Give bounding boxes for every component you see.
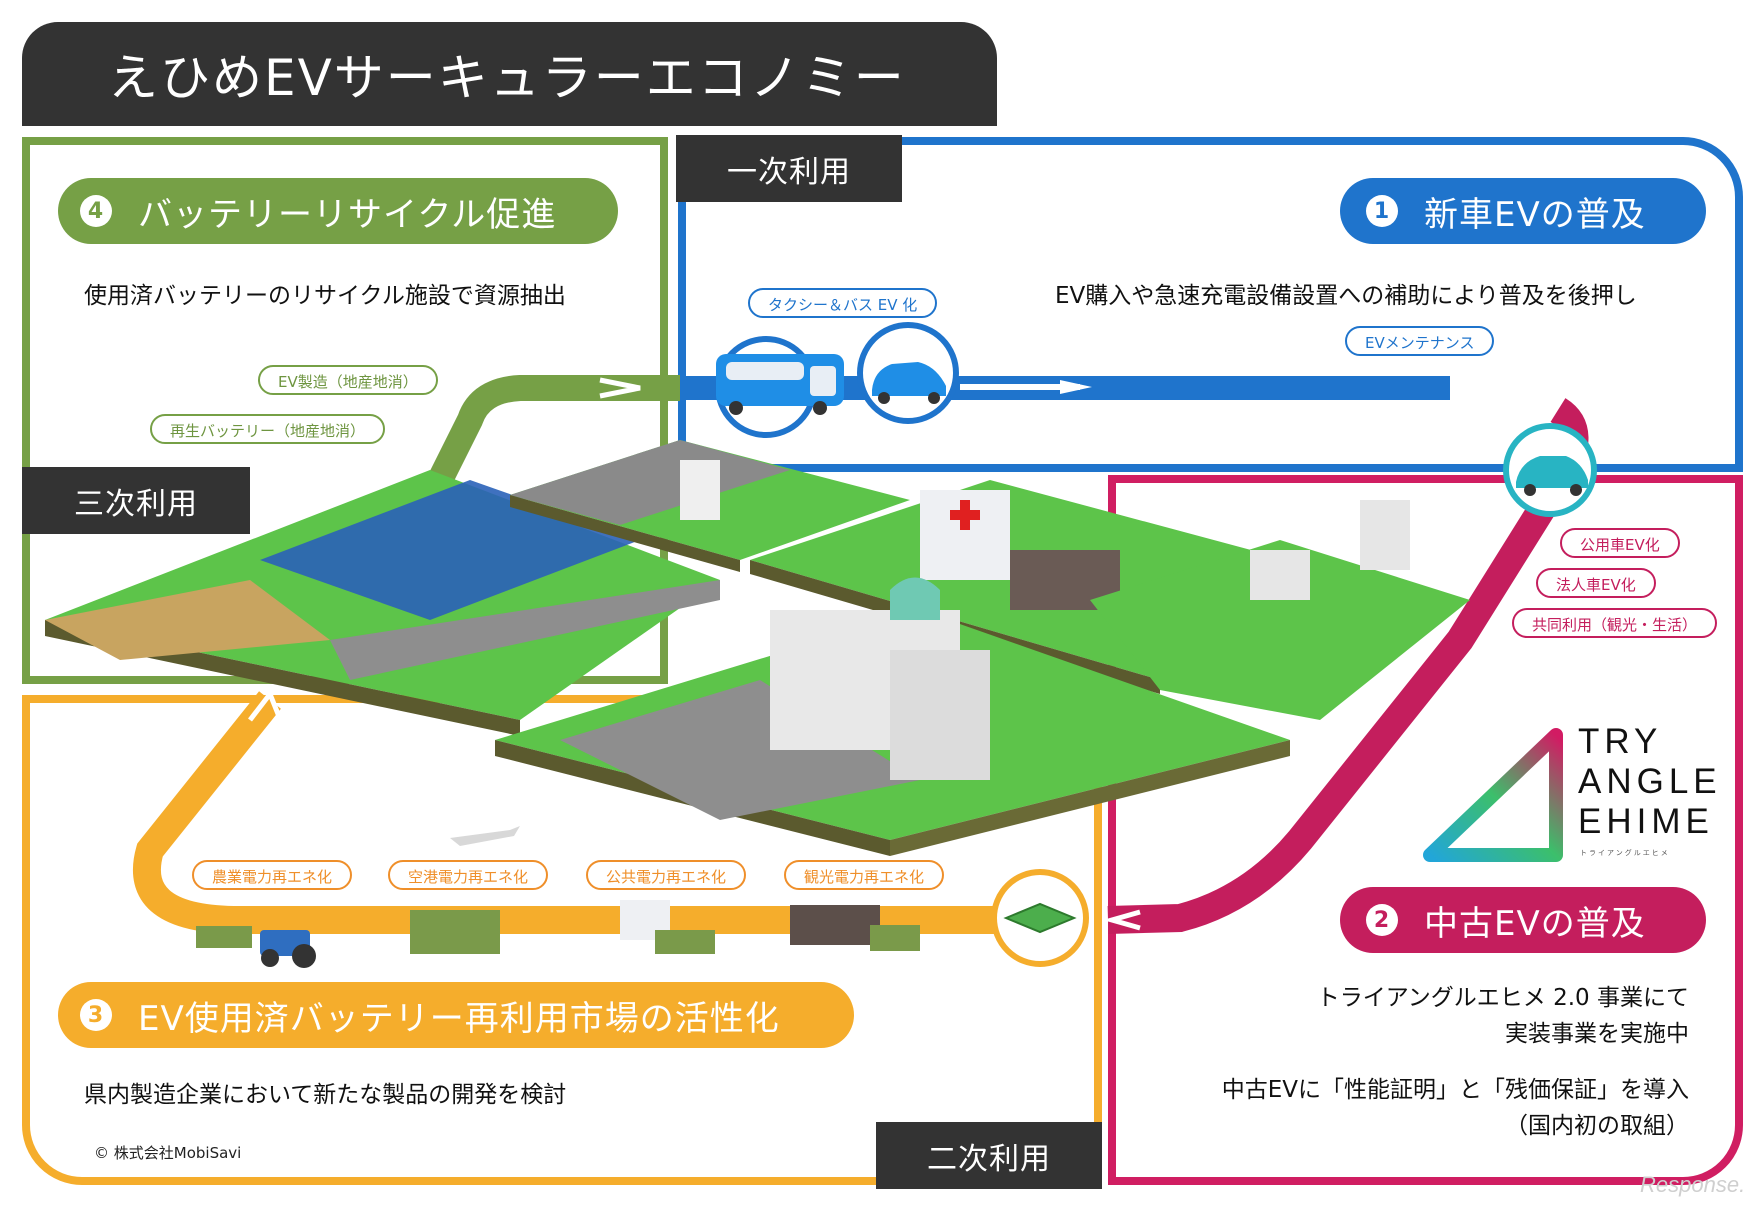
section-1-heading: 1 新車EVの普及 xyxy=(1340,178,1706,244)
tag-taxi-bus-ev: タクシー＆バス EV 化 xyxy=(748,288,938,318)
tractor-icon xyxy=(260,930,316,968)
green-flow-arrow xyxy=(408,375,680,526)
tag-ev-manufacturing: EV製造（地産地消） xyxy=(258,365,438,395)
page-title: えひめEVサーキュラーエコノミー xyxy=(108,49,906,107)
taxi-icon xyxy=(857,322,959,424)
tag-public-vehicle-ev: 公用車EV化 xyxy=(1560,528,1680,558)
section-2-line-3: 中古EVに「性能証明」と「残価保証」を導入 xyxy=(1221,1077,1689,1103)
logo-line-2: ANGLE xyxy=(1578,762,1722,801)
tag-shared-use: 共同利用（観光・生活） xyxy=(1512,608,1718,638)
number-badge-1: 1 xyxy=(1366,195,1398,227)
tag-corporate-vehicle-ev: 法人車EV化 xyxy=(1536,568,1656,598)
usage-label-tertiary: 三次利用 xyxy=(22,467,250,534)
tag-airport-power: 空港電力再エネ化 xyxy=(388,860,549,890)
section-2-line-2: 実装事業を実施中 xyxy=(1505,1021,1689,1047)
number-badge-2: 2 xyxy=(1366,904,1398,936)
solar-farm-platform xyxy=(45,470,720,736)
battery-stack-airport xyxy=(410,910,500,954)
airport-platform xyxy=(510,440,910,572)
used-ev-icon xyxy=(1503,423,1597,517)
battery-stack-agri xyxy=(196,926,252,948)
residential-platform xyxy=(1090,500,1470,720)
tag-tourism-power: 観光電力再エネ化 xyxy=(784,860,945,890)
section-2-description-b: 中古EVに「性能証明」と「残価保証」を導入 （国内初の取組） xyxy=(1222,1072,1689,1144)
section-2-heading: 2 中古EVの普及 xyxy=(1340,887,1706,953)
tag-recycled-battery: 再生バッテリー（地産地消） xyxy=(150,414,386,444)
frame-used-ev xyxy=(1108,475,1743,1185)
usage-label-primary: 一次利用 xyxy=(676,135,902,202)
try-angle-ehime-logo: TRY ANGLE EHIME xyxy=(1578,722,1722,842)
title-bar xyxy=(22,22,997,126)
section-4-heading: 4 バッテリーリサイクル促進 xyxy=(58,178,618,244)
section-3-title: EV使用済バッテリー再利用市場の活性化 xyxy=(138,998,780,1039)
logo-line-1: TRY xyxy=(1578,722,1663,761)
section-1-title: 新車EVの普及 xyxy=(1424,194,1646,235)
battery-pack-icon xyxy=(991,869,1089,967)
logo-line-3: EHIME xyxy=(1578,802,1714,841)
bus-icon xyxy=(715,336,844,438)
usage-label-secondary: 二次利用 xyxy=(876,1122,1102,1189)
section-3-heading: 3 EV使用済バッテリー再利用市場の活性化 xyxy=(58,982,854,1048)
logo-triangle xyxy=(1423,728,1563,862)
tag-agri-power: 農業電力再エネ化 xyxy=(192,860,353,890)
section-4-description: 使用済バッテリーのリサイクル施設で資源抽出 xyxy=(84,283,566,309)
number-badge-4: 4 xyxy=(80,195,112,227)
number-badge-3: 3 xyxy=(80,999,112,1031)
government-platform xyxy=(495,577,1290,856)
frame-secondary-use xyxy=(22,695,1102,1185)
hospital-small-icon xyxy=(620,900,715,954)
section-3-description: 県内製造企業において新たな製品の開発を検討 xyxy=(84,1082,567,1108)
airplane-icon xyxy=(450,826,520,846)
section-2-line-1: トライアングルエヒメ 2.0 事業にて xyxy=(1316,985,1689,1011)
castle-small-icon xyxy=(790,905,920,951)
copyright: © 株式会社MobiSavi xyxy=(94,1144,242,1162)
section-4-title: バッテリーリサイクル促進 xyxy=(138,194,557,235)
section-2-description-a: トライアングルエヒメ 2.0 事業にて 実装事業を実施中 xyxy=(1317,980,1689,1052)
section-2-title: 中古EVの普及 xyxy=(1424,903,1646,944)
yellow-flow-arrow xyxy=(132,688,1040,934)
section-2-line-4: （国内初の取組） xyxy=(1505,1113,1689,1139)
section-1-description: EV購入や急速充電設備設置への補助により普及を後押し xyxy=(1055,283,1637,309)
tag-public-power: 公共電力再エネ化 xyxy=(586,860,747,890)
watermark: Response. xyxy=(1640,1172,1746,1197)
tag-ev-maintenance: EVメンテナンス xyxy=(1345,326,1495,356)
logo-kana: トライアングルエヒメ xyxy=(1580,849,1670,857)
frame-primary-use xyxy=(678,137,1743,472)
